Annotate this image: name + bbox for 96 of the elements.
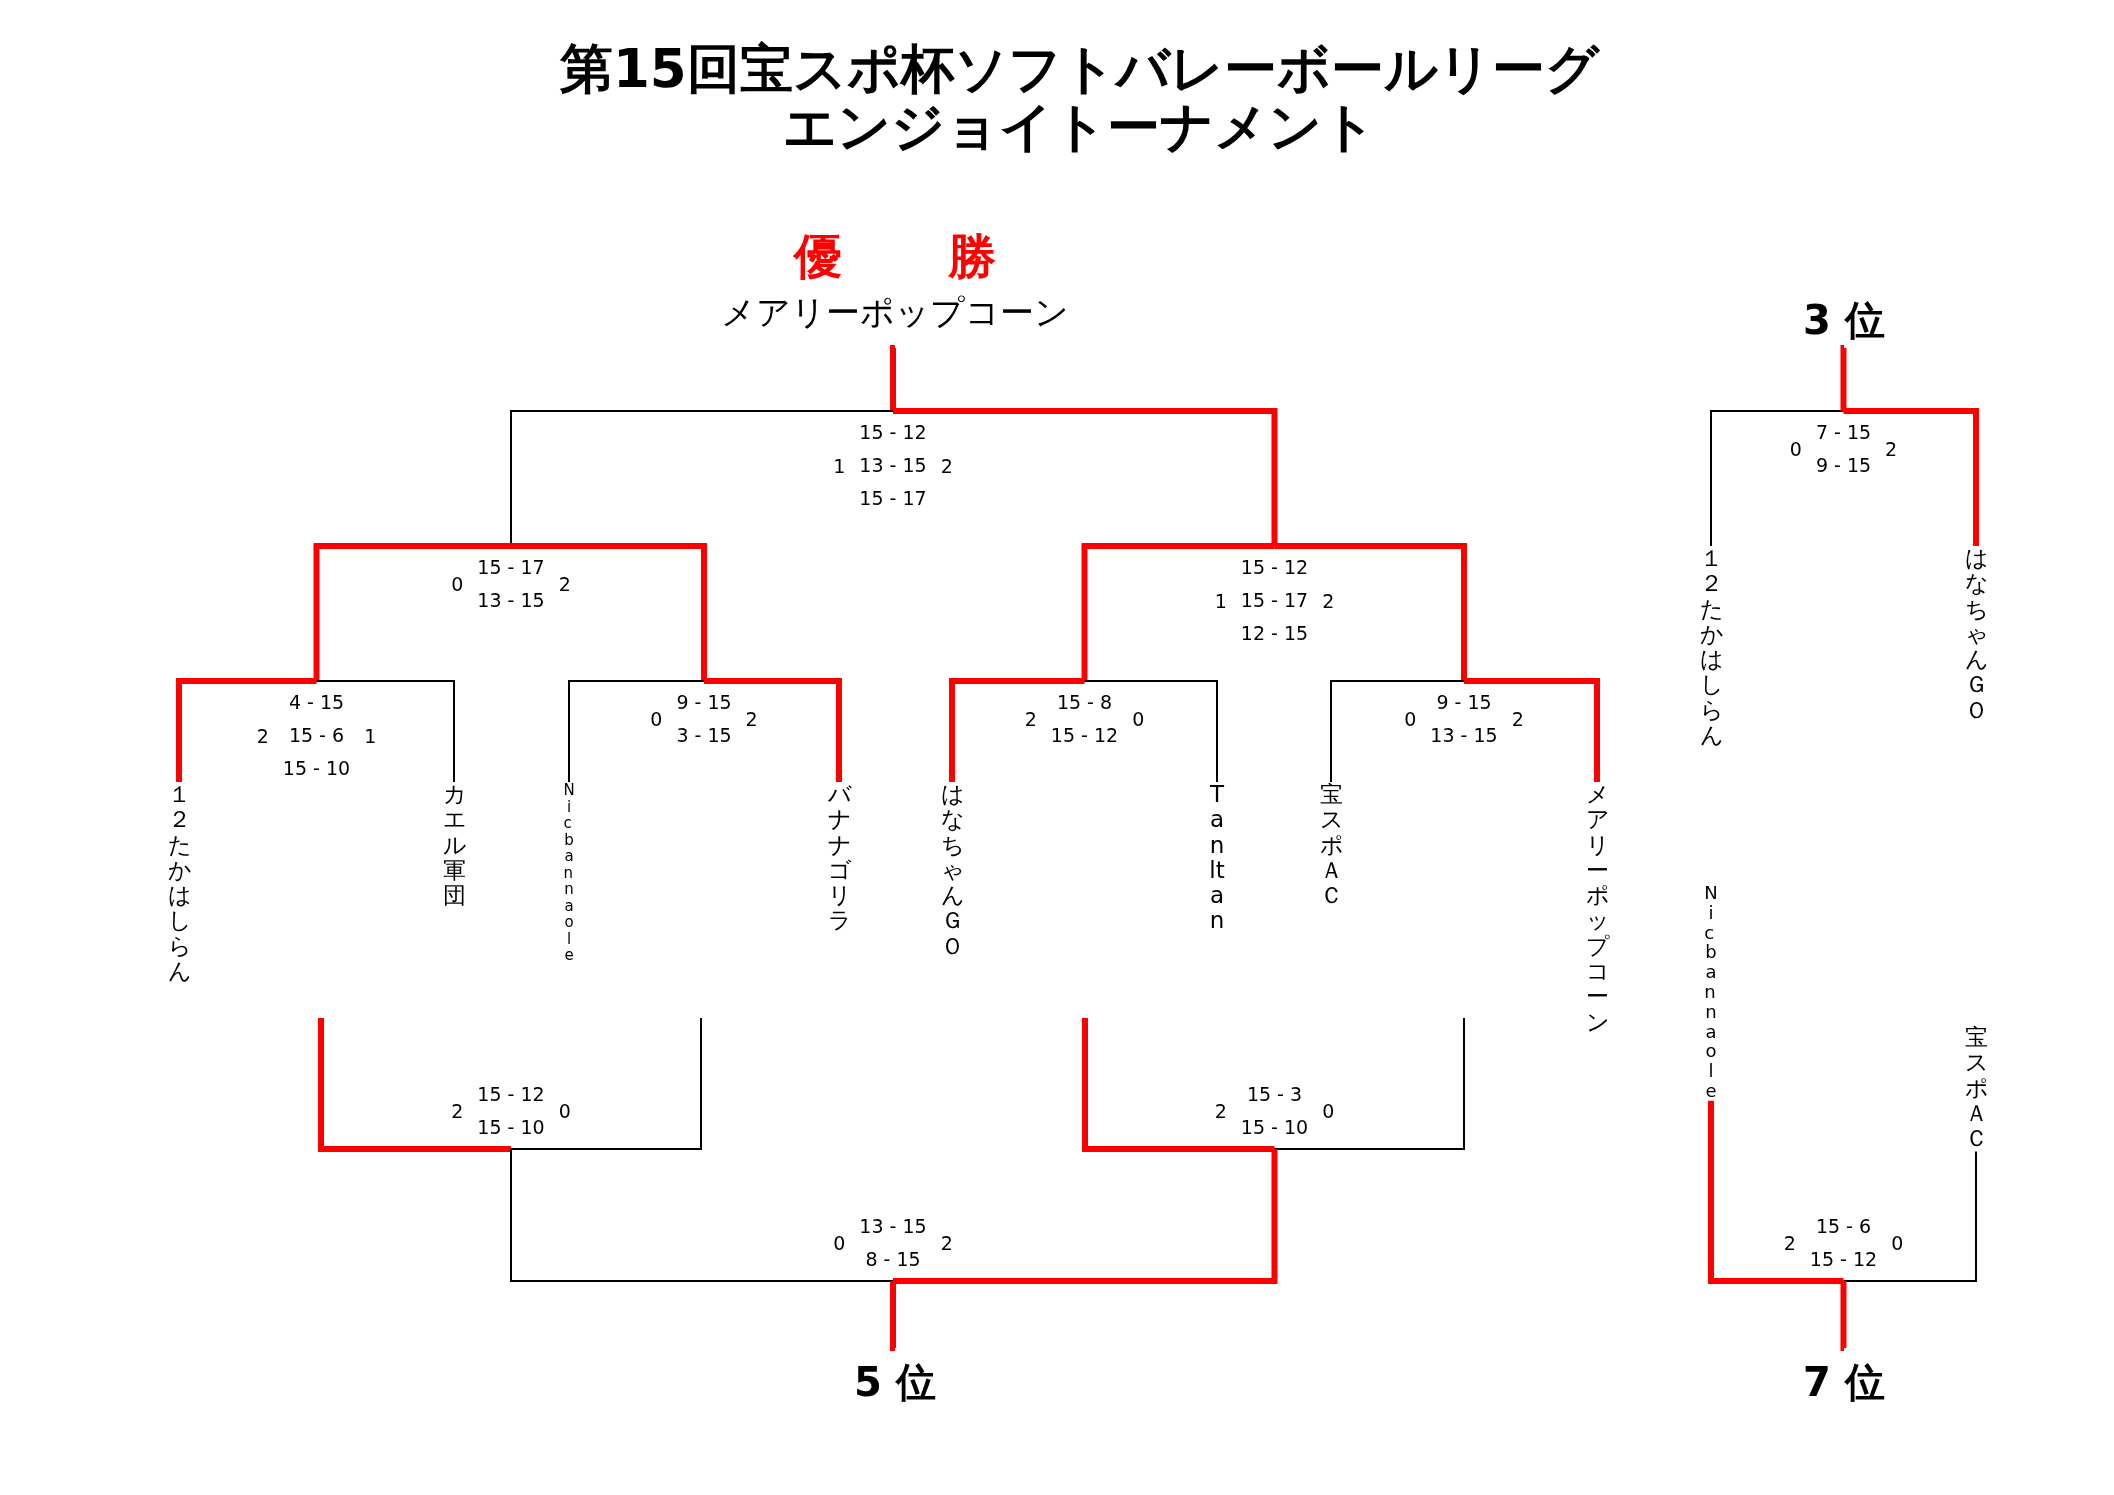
bracket-line [893, 1149, 1278, 1284]
bracket-line [1708, 1100, 1844, 1284]
team-name: カエル軍団 [442, 782, 466, 909]
set-score: 15 - 17 [1240, 588, 1309, 613]
bracket-line [1840, 1281, 1847, 1351]
set-count: 0 [1404, 708, 1417, 730]
bracket-line [1840, 345, 1847, 411]
set-score: 4 - 15 [288, 690, 345, 715]
set-score: 15 - 12 [1050, 723, 1119, 748]
set-count: 0 [451, 573, 464, 595]
set-count: 2 [940, 1232, 953, 1254]
set-count: 1 [833, 454, 846, 477]
team-name: バナナゴリラ [827, 782, 851, 934]
set-count: 0 [558, 1100, 571, 1122]
set-count: 2 [1322, 589, 1335, 612]
set-score: 15 - 12 [1809, 1247, 1878, 1272]
team-name: 宝スポＡＣ [1964, 1025, 1988, 1152]
bracket-line [1843, 408, 1979, 546]
bracket-line [1842, 1150, 1977, 1282]
set-score: 15 - 8 [1056, 690, 1113, 715]
team-name: １２たかはしらん [167, 782, 191, 985]
set-score: 15 - 3 [1246, 1082, 1303, 1107]
bracket-line [313, 543, 511, 681]
bracket-line [568, 680, 705, 783]
set-score: 15 - 10 [477, 1115, 545, 1140]
bracket-line [893, 408, 1278, 546]
set-score: 7 - 15 [1815, 420, 1872, 445]
set-score: 15 - 12 [859, 420, 927, 445]
set-score: 12 - 15 [1240, 621, 1309, 646]
set-count: 2 [558, 573, 571, 595]
set-count: 2 [256, 724, 269, 747]
bracket-line [890, 345, 897, 411]
set-score: 13 - 15 [1430, 723, 1498, 748]
team-name: はなちゃんＧＯ [940, 782, 964, 960]
team-name: Nic ban naole [1704, 883, 1718, 1101]
bracket-line [1083, 680, 1218, 783]
bracket-line [510, 1017, 702, 1150]
set-score: 15 - 6 [1815, 1214, 1872, 1239]
set-count: 0 [1132, 708, 1145, 730]
team-name: はなちゃんＧＯ [1964, 546, 1988, 724]
placement-label: 5 位 [854, 1358, 936, 1407]
placement-label: 7 位 [1803, 1358, 1885, 1407]
champion-team-name: メアリーポップコーン [721, 291, 1069, 334]
bracket-line [1273, 1017, 1465, 1150]
team-name: Nic ban naole [563, 782, 575, 964]
champion-heading: 優 勝 [794, 226, 1025, 286]
title: 第15回宝スポ杯ソフトバレーボールリーグエンジョイトーナメント [558, 40, 1601, 157]
bracket-line [1082, 1018, 1275, 1152]
set-count: 2 [745, 708, 758, 730]
set-count: 2 [1024, 708, 1037, 730]
bracket-line [510, 1148, 894, 1282]
set-count: 2 [1885, 438, 1898, 460]
set-score: 15 - 12 [1240, 555, 1309, 580]
set-count: 0 [1891, 1232, 1904, 1254]
set-count: 0 [833, 1232, 846, 1254]
bracket-line [890, 1281, 897, 1351]
set-score: 15 - 12 [477, 1082, 545, 1107]
bracket-line [1464, 678, 1600, 782]
placement-label: 3 位 [1803, 296, 1885, 345]
set-score: 15 - 6 [288, 723, 345, 748]
set-count: 0 [650, 708, 663, 730]
set-score: 15 - 17 [477, 555, 545, 580]
set-score: 9 - 15 [676, 690, 732, 715]
set-count: 2 [1783, 1232, 1796, 1254]
set-score: 15 - 17 [859, 486, 927, 511]
set-count: 1 [1214, 589, 1227, 612]
bracket-line [511, 543, 707, 681]
set-score: 9 - 15 [1815, 453, 1872, 478]
set-score: 9 - 15 [1436, 690, 1492, 715]
set-count: 2 [1214, 1100, 1227, 1122]
set-count: 0 [1322, 1100, 1335, 1122]
set-count: 1 [364, 724, 377, 747]
bracket-line [704, 678, 842, 782]
team-name: メアリーポップコーン [1585, 782, 1609, 1035]
set-score: 15 - 10 [1240, 1115, 1309, 1140]
set-count: 2 [451, 1100, 464, 1122]
bracket-line [318, 1018, 511, 1152]
set-count: 0 [1789, 438, 1802, 460]
team-name: 宝スポＡＣ [1319, 782, 1343, 909]
set-score: 15 - 10 [282, 756, 351, 781]
bracket-line [1081, 543, 1275, 681]
set-count: 2 [1511, 708, 1524, 730]
bracket-line [949, 678, 1085, 782]
bracket-line [1330, 680, 1465, 783]
bracket-line [176, 678, 317, 782]
set-score: 3 - 15 [676, 723, 732, 748]
set-score: 13 - 15 [859, 1214, 927, 1239]
bracket-line [315, 680, 455, 783]
bracket-line [1710, 410, 1845, 547]
team-name: １２たかはしらん [1699, 546, 1723, 749]
set-count: 2 [940, 454, 953, 477]
bracket-line [1274, 543, 1467, 681]
set-score: 8 - 15 [865, 1247, 921, 1272]
team-name: Tanltan [1208, 782, 1226, 934]
set-score: 13 - 15 [859, 453, 927, 478]
set-score: 13 - 15 [477, 588, 545, 613]
